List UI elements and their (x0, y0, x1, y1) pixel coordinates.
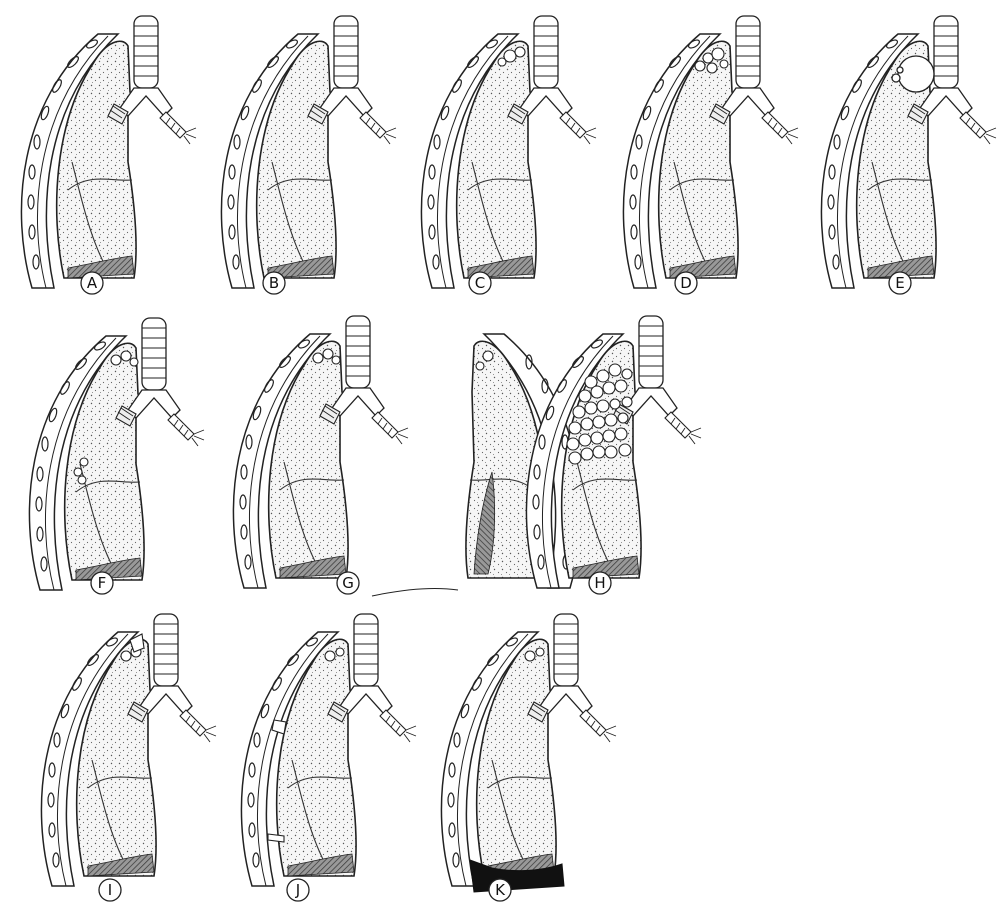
panel-c (421, 16, 596, 288)
panel-label-text: F (98, 574, 107, 592)
panel-label-text: D (680, 274, 692, 292)
panel-label-text: J (295, 881, 300, 899)
panel-e (821, 16, 996, 288)
panel-label-text: K (495, 881, 506, 899)
panel-label-e: E (889, 272, 911, 294)
panel-label-text: B (269, 274, 279, 292)
panel-label-d: D (675, 272, 697, 294)
panel-label-k: K (489, 879, 511, 901)
panel-f (29, 318, 204, 590)
panel-b (221, 16, 396, 288)
panel-h (526, 316, 701, 588)
panel-label-h: H (589, 572, 611, 594)
panel-i (41, 614, 216, 886)
panel-label-g: G (337, 572, 359, 594)
panel-a (21, 16, 196, 288)
panel-label-i: I (99, 879, 121, 901)
panel-label-j: J (287, 879, 309, 901)
panel-label-c: C (469, 272, 491, 294)
panel-label-text: A (87, 274, 98, 292)
panel-label-text: C (475, 274, 485, 292)
panel-label-f: F (91, 572, 113, 594)
panel-label-text: H (594, 574, 605, 592)
panel-k (441, 614, 616, 892)
panel-label-text: G (342, 574, 354, 592)
panel-j (241, 614, 416, 886)
panel-label-text: I (108, 881, 112, 899)
panel-label-a: A (81, 272, 103, 294)
panel-label-text: E (895, 274, 904, 292)
panel-label-b: B (263, 272, 285, 294)
panel-d (623, 16, 798, 288)
panel-g (233, 316, 580, 596)
